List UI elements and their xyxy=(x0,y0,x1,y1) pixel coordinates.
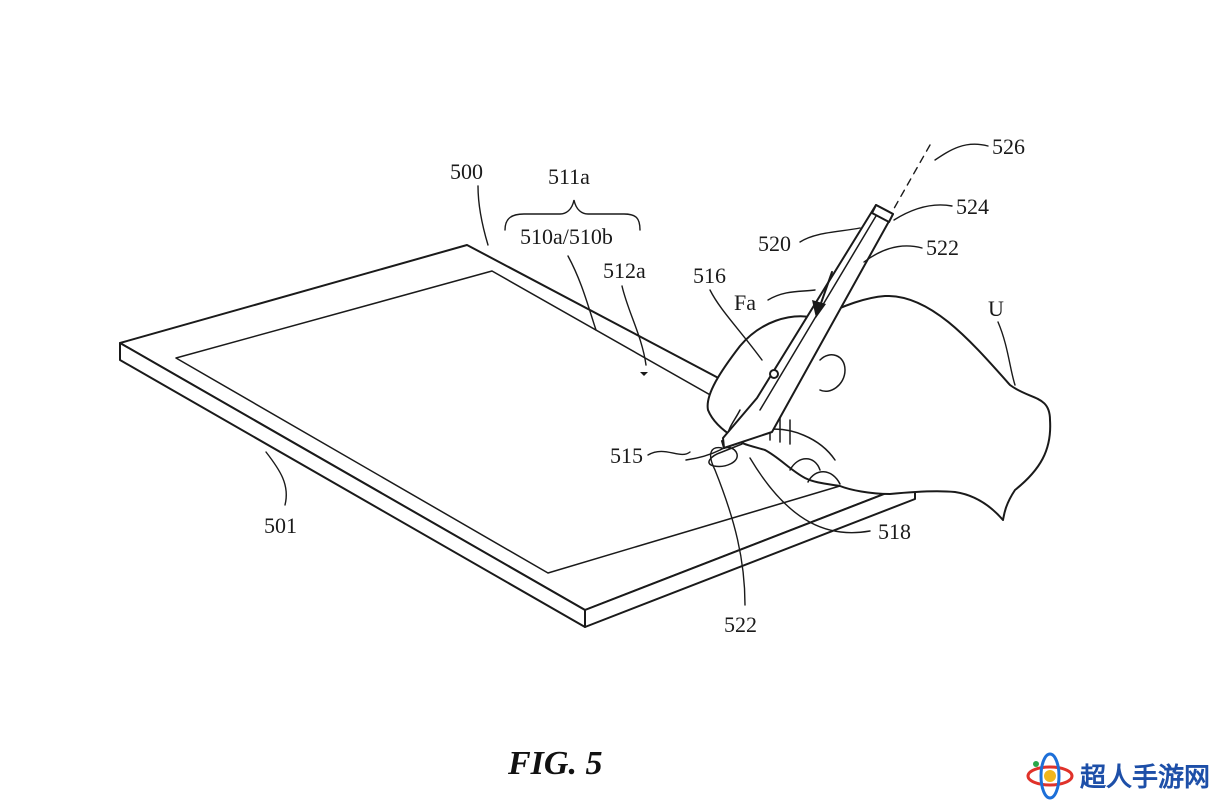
label-516: 516 xyxy=(693,263,726,288)
leader-515 xyxy=(647,450,691,456)
leader-526 xyxy=(934,143,989,161)
label-526: 526 xyxy=(992,134,1025,159)
finger-crease-2 xyxy=(789,458,821,471)
force-arrow-shaft xyxy=(819,271,833,307)
stylus-axis-526 xyxy=(891,144,931,213)
label-518: 518 xyxy=(878,519,911,544)
label-fa: Fa xyxy=(734,290,756,315)
label-510a-510b: 510a/510b xyxy=(520,224,613,249)
label-522-top: 522 xyxy=(926,235,959,260)
label-524: 524 xyxy=(956,194,989,219)
drawn-stroke-515 xyxy=(685,443,743,468)
label-522-bottom: 522 xyxy=(724,612,757,637)
label-520: 520 xyxy=(758,231,791,256)
tablet-device xyxy=(119,244,916,628)
label-500: 500 xyxy=(450,159,483,184)
tablet-side-right xyxy=(584,481,916,628)
force-arrow-head xyxy=(812,300,826,318)
finger-crease-3 xyxy=(807,471,841,485)
stylus xyxy=(721,144,931,449)
figure-caption: FIG. 5 xyxy=(507,745,602,782)
watermark-logo xyxy=(1026,752,1074,800)
leader-500 xyxy=(477,185,489,246)
leader-501 xyxy=(265,451,287,506)
label-512a: 512a xyxy=(603,258,646,283)
leader-510 xyxy=(567,255,597,331)
leader-512a xyxy=(621,285,647,366)
label-501: 501 xyxy=(264,513,297,538)
leader-522-bottom xyxy=(709,446,746,606)
stylus-cap-524 xyxy=(871,204,894,223)
stylus-tip xyxy=(721,440,725,449)
label-u: U xyxy=(988,296,1004,321)
label-515: 515 xyxy=(610,443,643,468)
leader-fa xyxy=(767,289,816,301)
leader-520 xyxy=(799,227,861,243)
label-511a: 511a xyxy=(548,164,590,189)
leader-524 xyxy=(893,204,953,221)
finger-knuckle xyxy=(819,354,846,392)
leader-518 xyxy=(749,457,871,534)
cursor-marker-512a xyxy=(640,372,648,376)
leader-516 xyxy=(709,289,763,361)
leader-522-top xyxy=(863,245,923,263)
stylus-button-516 xyxy=(769,369,779,379)
watermark-text: 超人手游网 xyxy=(1080,763,1210,793)
watermark: 超人手游网 xyxy=(1026,752,1210,800)
leader-u xyxy=(997,321,1016,386)
bracket-511a xyxy=(504,199,641,231)
